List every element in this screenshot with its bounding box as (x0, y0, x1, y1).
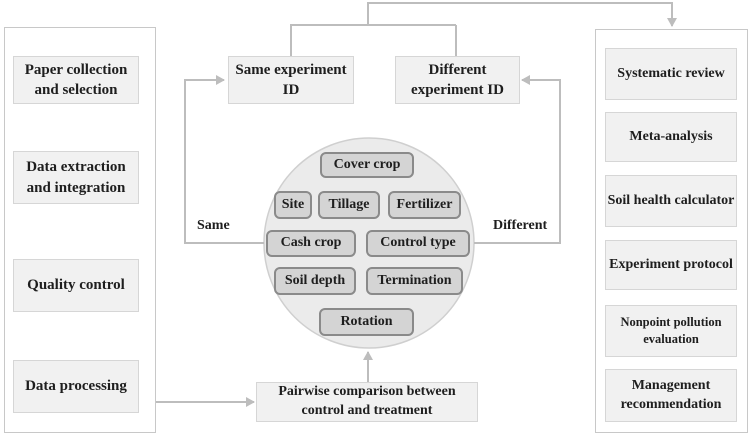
factor-tillage: Tillage (318, 191, 380, 219)
output-systematic-review-label: Systematic review (617, 65, 725, 81)
step-quality-control-label: Quality control (27, 277, 125, 294)
output-experiment-protocol: Experiment protocol (605, 240, 737, 290)
step-quality-control: Quality control (13, 259, 139, 312)
output-experiment-protocol-label: Experiment protocol (609, 256, 733, 272)
factor-cash-crop: Cash crop (266, 230, 356, 257)
factor-cover-crop: Cover crop (320, 152, 414, 178)
output-soil-health-calculator: Soil health calculator (605, 175, 737, 227)
arrow-same-loop (184, 75, 264, 244)
factor-cover-crop-label: Cover crop (333, 156, 401, 172)
factor-site-label: Site (281, 196, 305, 212)
step-data-processing: Data processing (13, 360, 139, 413)
factor-rotation: Rotation (319, 308, 414, 336)
same-loop-label: Same (197, 218, 230, 233)
factor-termination: Termination (366, 267, 463, 295)
output-nonpoint-pollution: Nonpoint pollution evaluation (605, 305, 737, 357)
step-data-extraction-label: Data extraction and integration (26, 159, 126, 196)
pairwise-comparison-box: Pairwise comparison between control and … (256, 382, 478, 422)
step-data-processing-label: Data processing (25, 378, 127, 395)
factor-termination-label: Termination (377, 272, 452, 288)
different-loop-label: Different (493, 218, 548, 233)
same-experiment-id-box: Same experiment ID (228, 56, 354, 104)
arrow-different-loop (474, 75, 561, 244)
output-management-recommendation-label: Management recommendation (620, 377, 722, 412)
factor-control-type-label: Control type (380, 235, 456, 251)
output-nonpoint-pollution-label: Nonpoint pollution evaluation (620, 315, 722, 346)
different-experiment-id-label: Different experiment ID (411, 61, 504, 98)
factor-fertilizer: Fertilizer (388, 191, 461, 219)
factor-cash-crop-label: Cash crop (280, 235, 342, 251)
output-meta-analysis-label: Meta-analysis (629, 128, 713, 144)
factor-control-type: Control type (366, 230, 470, 257)
output-soil-health-calculator-label: Soil health calculator (607, 192, 735, 208)
factor-soil-depth: Soil depth (274, 267, 356, 295)
factor-soil-depth-label: Soil depth (284, 272, 346, 288)
output-meta-analysis: Meta-analysis (605, 112, 737, 162)
arrow-to-right-panel (290, 2, 677, 56)
factor-tillage-label: Tillage (328, 196, 370, 212)
step-data-extraction: Data extraction and integration (13, 151, 139, 204)
output-management-recommendation: Management recommendation (605, 369, 737, 422)
factor-rotation-label: Rotation (340, 313, 393, 329)
output-systematic-review: Systematic review (605, 48, 737, 100)
step-paper-collection: Paper collection and selection (13, 56, 139, 104)
factor-site: Site (274, 191, 312, 219)
step-paper-collection-label: Paper collection and selection (24, 61, 128, 98)
same-experiment-id-label: Same experiment ID (235, 61, 347, 98)
factor-fertilizer-label: Fertilizer (396, 196, 453, 212)
different-experiment-id-box: Different experiment ID (395, 56, 520, 104)
pairwise-comparison-label: Pairwise comparison between control and … (278, 384, 456, 418)
